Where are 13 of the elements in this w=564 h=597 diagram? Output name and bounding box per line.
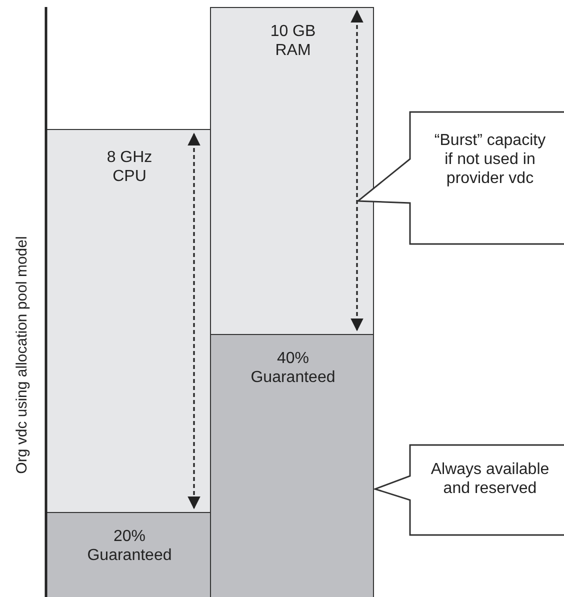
callout-text: Always available and reserved [430,460,550,498]
callout-box [374,444,564,536]
resource-bar [46,129,211,513]
bar-label: 40% Guaranteed [250,349,336,387]
resource-bar [46,512,211,597]
bar-label: 20% Guaranteed [86,527,173,565]
bar-label: 8 GHz CPU [106,148,154,186]
bar-label: 10 GB RAM [269,22,317,60]
callout-text: “Burst” capacity if not used in provider vdc [433,131,547,188]
axis-label: Org vdc using allocation pool model [14,236,30,474]
callout-box [357,111,564,245]
resource-bar [210,334,374,597]
resource-bar [210,7,374,335]
